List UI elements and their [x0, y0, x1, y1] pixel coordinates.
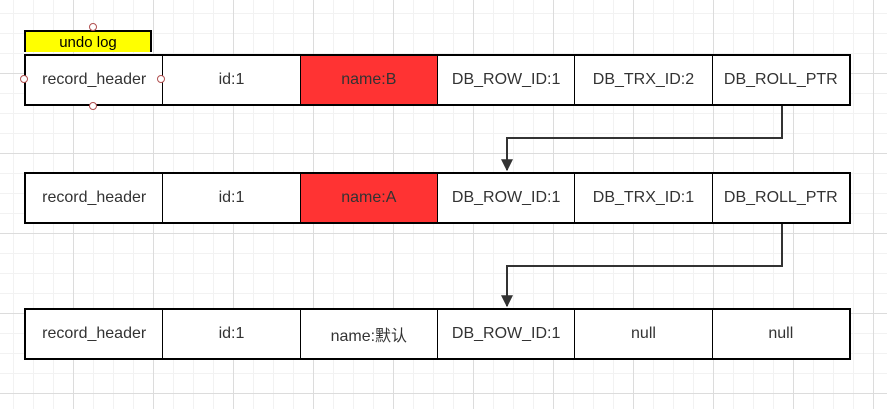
cell-db-row-id: DB_ROW_ID:1	[438, 310, 576, 358]
roll-ptr-arrow-1	[501, 106, 783, 172]
cell-db-trx-id: DB_TRX_ID:2	[575, 56, 713, 104]
selection-handle-right[interactable]	[157, 75, 165, 83]
cell-name: name:默认	[301, 310, 438, 358]
record-row-2: record_header id:1 name:A DB_ROW_ID:1 DB…	[24, 172, 851, 224]
cell-db-roll-ptr: null	[768, 325, 794, 342]
cell-record-header: record_header	[26, 174, 164, 222]
cell-db-roll-ptr: DB_ROLL_PTR	[723, 189, 838, 206]
undo-log-tag: undo log	[24, 30, 152, 52]
record-row-1: record_header id:1 name:B DB_ROW_ID:1 DB…	[24, 54, 851, 106]
cell-id: id:1	[163, 310, 301, 358]
roll-ptr-arrow-2	[501, 224, 783, 308]
cell-db-roll-ptr: DB_ROLL_PTR	[723, 71, 838, 88]
selection-handle-top[interactable]	[89, 23, 97, 31]
cell-db-trx-id: DB_TRX_ID:1	[575, 174, 713, 222]
cell-db-trx-id: null	[575, 310, 713, 358]
selection-handle-left[interactable]	[20, 75, 28, 83]
cell-id: id:1	[163, 56, 301, 104]
cell-record-header: record_header	[26, 310, 164, 358]
cell-db-row-id: DB_ROW_ID:1	[438, 174, 576, 222]
cell-name: name:B	[300, 56, 438, 104]
cell-db-row-id: DB_ROW_ID:1	[438, 56, 576, 104]
cell-name: name:A	[300, 174, 438, 222]
record-row-3: record_header id:1 name:默认 DB_ROW_ID:1 n…	[24, 308, 851, 360]
selection-handle-bottom[interactable]	[89, 102, 97, 110]
cell-id: id:1	[163, 174, 301, 222]
